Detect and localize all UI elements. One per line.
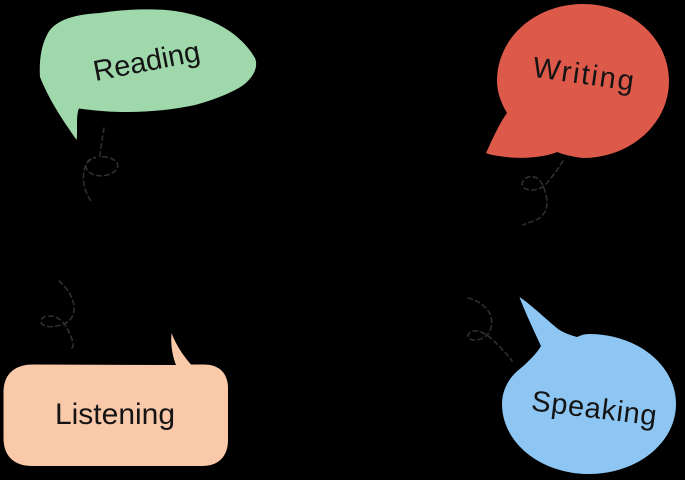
svg-text:Listening: Listening xyxy=(55,398,175,431)
